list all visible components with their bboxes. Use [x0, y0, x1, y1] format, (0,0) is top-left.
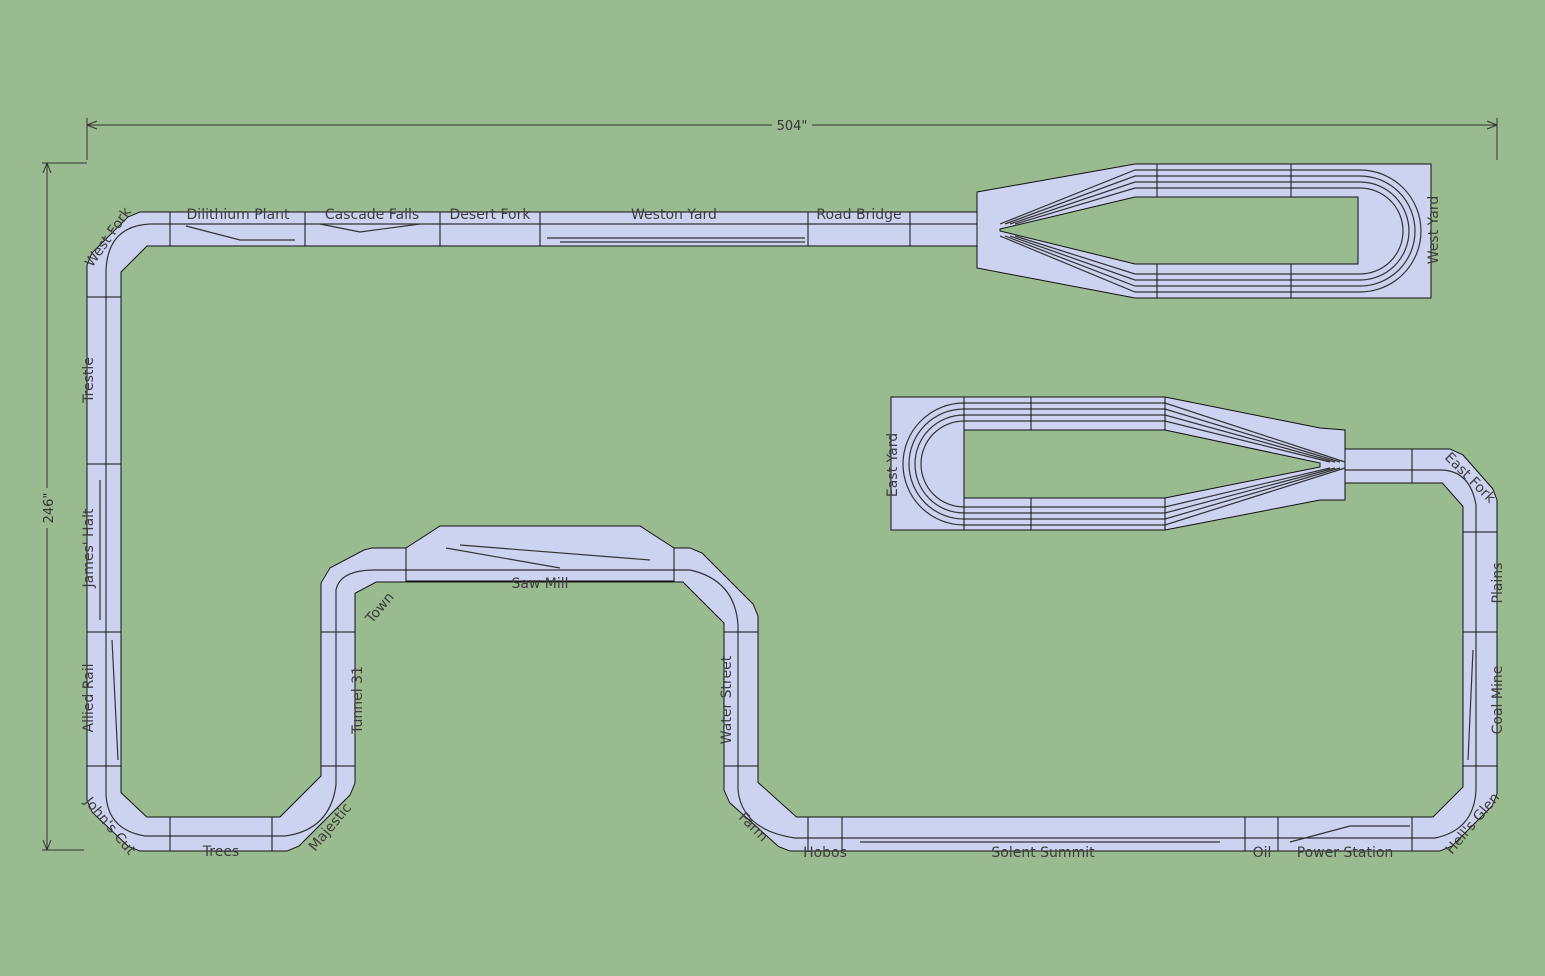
- label-hobos: Hobos: [803, 845, 847, 861]
- label-allied-rail: Allied Rail: [81, 664, 97, 733]
- label-james-halt: James' Halt: [81, 508, 97, 589]
- label-power-station: Power Station: [1297, 845, 1394, 861]
- label-cascade-falls: Cascade Falls: [325, 207, 419, 223]
- height-dimension-label: 246": [42, 493, 57, 524]
- width-dimension-label: 504": [777, 119, 808, 134]
- west-yard-benchwork: [976, 163, 1432, 299]
- label-water-street: Water Street: [719, 655, 735, 744]
- label-desert-fork: Desert Fork: [450, 207, 532, 223]
- label-road-bridge: Road Bridge: [816, 207, 901, 223]
- label-trees: Trees: [202, 844, 239, 860]
- label-oil: Oil: [1253, 845, 1272, 861]
- main-loop-benchwork: [86, 211, 1498, 852]
- label-coal-mine: Coal Mine: [1490, 666, 1506, 735]
- label-dilithium-plant: Dilithium Plant: [187, 207, 290, 223]
- label-saw-mill: Saw Mill: [511, 576, 568, 592]
- label-trestle: Trestle: [81, 357, 97, 404]
- east-yard-benchwork: [890, 396, 1346, 531]
- label-solent-summit: Solent Summit: [991, 845, 1095, 861]
- label-weston-yard: Weston Yard: [631, 207, 717, 223]
- saw-mill-board: [405, 525, 675, 582]
- label-town: Town: [362, 589, 397, 627]
- label-east-yard: East Yard: [885, 433, 901, 497]
- label-tunnel-31: Tunnel 31: [350, 666, 366, 735]
- label-plains: Plains: [1490, 563, 1506, 604]
- label-west-yard: West Yard: [1426, 196, 1442, 264]
